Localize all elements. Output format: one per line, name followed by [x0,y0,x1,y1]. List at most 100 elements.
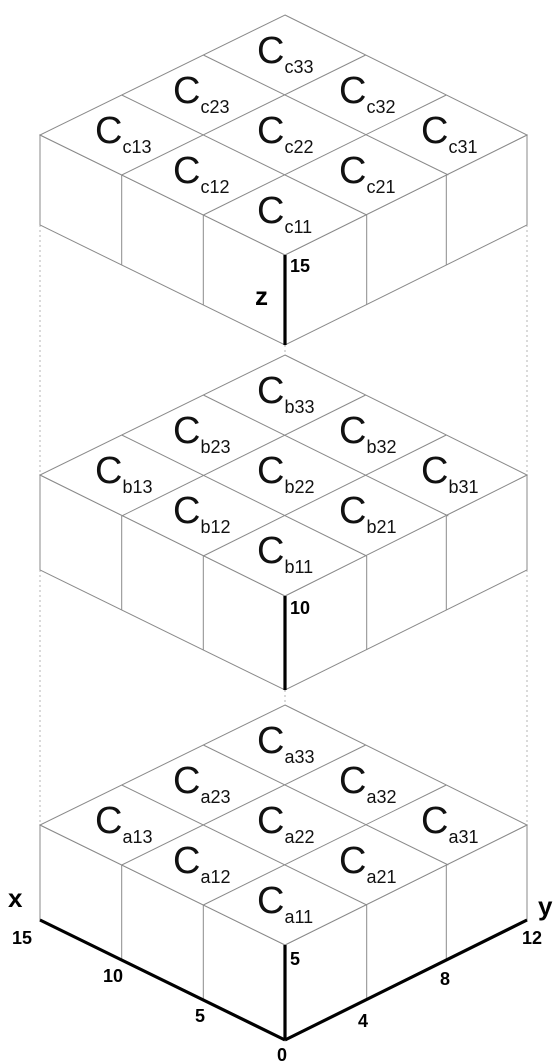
cell-label-a11: Ca11 [257,880,313,927]
cell-subscript: c23 [200,97,229,117]
cell-label-c12: Cc12 [173,150,229,197]
cell-subscript: b33 [284,397,314,417]
cell-main-letter: C [95,110,122,152]
cell-label-c31: Cc31 [421,110,477,157]
cell-main-letter: C [173,150,200,192]
axes [39,918,528,1042]
cell-label-b22: Cb22 [257,450,315,497]
cell-label-c32: Cc32 [339,70,395,117]
cell-subscript: b22 [284,477,314,497]
cell-main-letter: C [421,800,448,842]
cell-label-b31: Cb31 [421,450,479,497]
cell-main-letter: C [339,150,366,192]
cell-subscript: b31 [448,477,478,497]
cell-main-letter: C [257,190,284,232]
cell-subscript: a33 [284,747,314,767]
cell-main-letter: C [173,840,200,882]
cell-label-b23: Cb23 [173,410,231,457]
z-axis-label: z [255,281,268,311]
axis-labels: x y z 15 10 5 0 5 10 15 4 8 12 [8,256,553,1061]
cell-subscript: a31 [448,827,478,847]
cell-main-letter: C [339,760,366,802]
cell-subscript: b21 [366,517,396,537]
cell-label-b12: Cb12 [173,490,231,537]
cell-main-letter: C [257,800,284,842]
cell-subscript: c22 [284,137,313,157]
cell-label-a22: Ca22 [257,800,315,847]
cell-label-c21: Cc21 [339,150,395,197]
x-tick-15: 15 [12,928,32,948]
cell-subscript: b23 [200,437,230,457]
cell-label-c23: Cc23 [173,70,229,117]
cell-subscript: c13 [122,137,151,157]
cell-main-letter: C [421,110,448,152]
cell-main-letter: C [257,110,284,152]
cell-subscript: c11 [284,217,312,237]
cell-main-letter: C [173,410,200,452]
cell-main-letter: C [339,410,366,452]
cell-label-b11: Cb11 [257,530,313,577]
cell-main-letter: C [257,530,284,572]
cell-label-c22: Cc22 [257,110,313,157]
cell-subscript: b12 [200,517,230,537]
x-tick-10: 10 [103,966,123,986]
cell-subscript: c12 [200,177,229,197]
x-axis-line [39,918,286,1042]
cell-subscript: a21 [366,867,396,887]
cell-main-letter: C [257,720,284,762]
cell-subscript: a13 [122,827,152,847]
y-tick-12: 12 [522,928,542,948]
cell-subscript: c33 [284,57,313,77]
cell-main-letter: C [421,450,448,492]
cell-label-c33: Cc33 [257,30,313,77]
cell-main-letter: C [173,70,200,112]
cell-subscript: a32 [366,787,396,807]
cell-label-a21: Ca21 [339,840,397,887]
x-tick-5: 5 [195,1006,205,1026]
y-axis-line [284,918,528,1042]
cell-subscript: c21 [366,177,395,197]
cell-label-a31: Ca31 [421,800,479,847]
cell-main-letter: C [257,370,284,412]
cell-label-a13: Ca13 [95,800,153,847]
cell-label-a23: Ca23 [173,760,231,807]
cell-label-c13: Cc13 [95,110,151,157]
cell-subscript: a12 [200,867,230,887]
x-axis-label: x [8,883,23,913]
cell-subscript: b32 [366,437,396,457]
cell-label-c11: Cc11 [257,190,312,237]
cell-label-a32: Ca32 [339,760,397,807]
cell-subscript: a23 [200,787,230,807]
cell-subscript: a22 [284,827,314,847]
cell-subscript: b13 [122,477,152,497]
y-axis-label: y [538,891,553,921]
cell-label-b33: Cb33 [257,370,315,417]
cell-main-letter: C [257,880,284,922]
cell-subscript: b11 [284,557,313,577]
origin-label: 0 [277,1045,287,1061]
cell-main-letter: C [339,70,366,112]
cell-main-letter: C [95,800,122,842]
cell-label-b21: Cb21 [339,490,397,537]
y-tick-8: 8 [440,969,450,989]
cell-subscript: c31 [448,137,477,157]
cell-subscript: c32 [366,97,395,117]
cell-label-a12: Ca12 [173,840,231,887]
z-tick-10: 10 [290,598,310,618]
cell-label-b13: Cb13 [95,450,153,497]
cell-main-letter: C [95,450,122,492]
cell-main-letter: C [173,490,200,532]
z-tick-5: 5 [290,949,300,969]
cell-main-letter: C [339,840,366,882]
y-tick-4: 4 [358,1011,368,1031]
cell-label-b32: Cb32 [339,410,397,457]
cell-main-letter: C [339,490,366,532]
cell-subscript: a11 [284,907,313,927]
cell-main-letter: C [173,760,200,802]
z-tick-15: 15 [290,256,310,276]
